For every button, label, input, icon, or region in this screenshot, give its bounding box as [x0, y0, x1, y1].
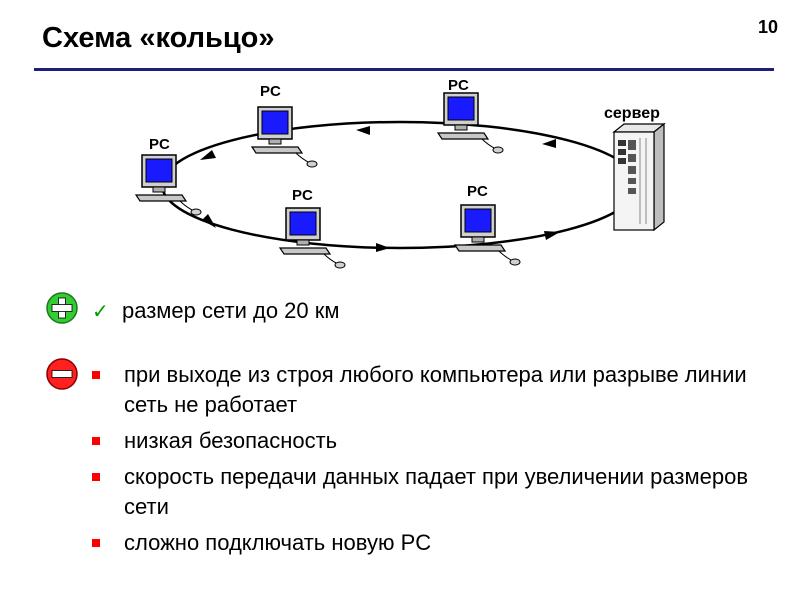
computer-icon: [251, 106, 318, 168]
con-item-text: скорость передачи данных падает при увел…: [124, 464, 749, 519]
ring-arrow: [376, 243, 390, 252]
ring-arrow: [544, 231, 560, 240]
ring-network-diagram: PC PC PC PC PC сервер: [135, 77, 666, 269]
slide-number: 10: [757, 17, 778, 37]
pro-list-item: ✓ размер сети до 20 км: [92, 298, 340, 324]
title-divider: [34, 68, 774, 71]
bullet-icon: [92, 437, 100, 445]
computer-label: PC: [467, 183, 488, 200]
cons-list: при выходе из строя любого компьютера ил…: [92, 360, 782, 564]
computer-icon: [437, 92, 504, 154]
minus-icon: [46, 358, 78, 390]
ring-arrow: [202, 214, 216, 228]
con-list-item: низкая безопасность: [92, 426, 782, 456]
computer-label: PC: [260, 83, 281, 100]
con-list-item: скорость передачи данных падает при увел…: [92, 462, 782, 522]
plus-icon: [46, 292, 78, 324]
con-item-text: низкая безопасность: [124, 428, 338, 453]
computer-label: PC: [292, 187, 313, 204]
ring-arrow: [356, 126, 370, 135]
computer-label: PC: [448, 77, 469, 94]
bullet-icon: [92, 473, 100, 481]
ring-arrow: [542, 139, 556, 148]
server-icon: [612, 122, 666, 232]
computer-icon: [279, 207, 346, 269]
bullet-icon: [92, 539, 100, 547]
computer-icon: [135, 154, 202, 216]
bullet-icon: [92, 371, 100, 379]
con-item-text: сложно подключать новую PC: [124, 530, 432, 555]
server-label: сервер: [604, 105, 660, 122]
computer-icon: [454, 204, 521, 266]
ring-line: [160, 120, 640, 250]
check-icon: ✓: [92, 301, 109, 323]
computer-label: PC: [149, 136, 170, 153]
con-list-item: при выходе из строя любого компьютера ил…: [92, 360, 782, 420]
con-list-item: сложно подключать новую PC: [92, 528, 782, 558]
pro-item-text: размер сети до 20 км: [122, 298, 340, 323]
con-item-text: при выходе из строя любого компьютера ил…: [124, 362, 747, 417]
ring-arrow: [200, 150, 216, 160]
slide-title: Схема «кольцо»: [42, 22, 275, 54]
